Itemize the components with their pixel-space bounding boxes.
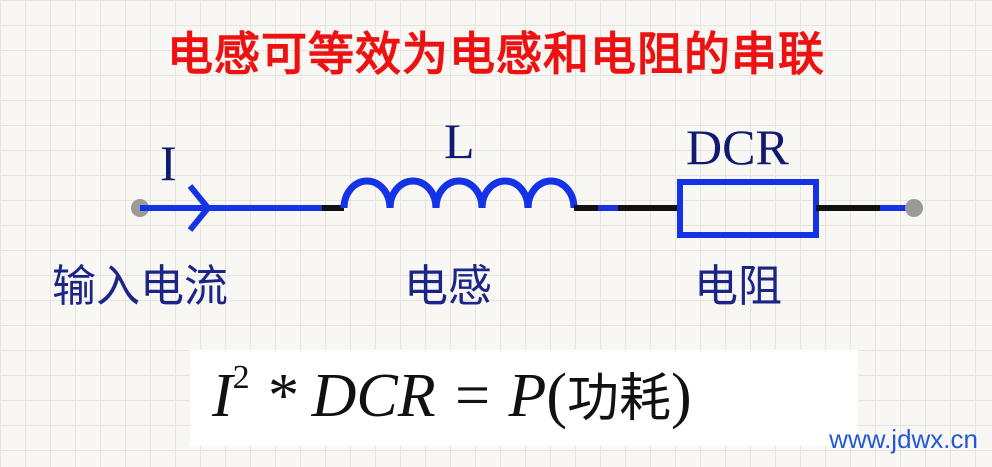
input-current-label: 输入电流: [52, 261, 228, 312]
formula-paren-open: (: [546, 362, 568, 430]
inductor-label: 电感: [404, 261, 492, 312]
watermark: www.jdwx.cn: [829, 424, 978, 454]
diagram-title: 电感可等效为电感和电阻的串联: [167, 27, 825, 81]
resistor-label: 电阻: [694, 261, 782, 312]
formula-exponent: 2: [232, 359, 250, 396]
inductor-symbol: L: [444, 113, 475, 169]
resistor-box: [677, 179, 819, 238]
inductor-coil: [340, 177, 578, 209]
right-terminal: [905, 199, 923, 217]
formula-panel: [190, 350, 858, 446]
current-arrow: [187, 184, 211, 232]
resistor-symbol: DCR: [686, 119, 789, 175]
power-formula: I2 * DCR = P(功耗): [212, 356, 692, 432]
formula-paren-close: ): [671, 362, 692, 430]
formula-rest: * DCR = P: [249, 362, 547, 430]
formula-base: I: [212, 362, 233, 430]
formula-chinese: 功耗: [567, 369, 672, 429]
current-symbol: I: [160, 135, 177, 191]
